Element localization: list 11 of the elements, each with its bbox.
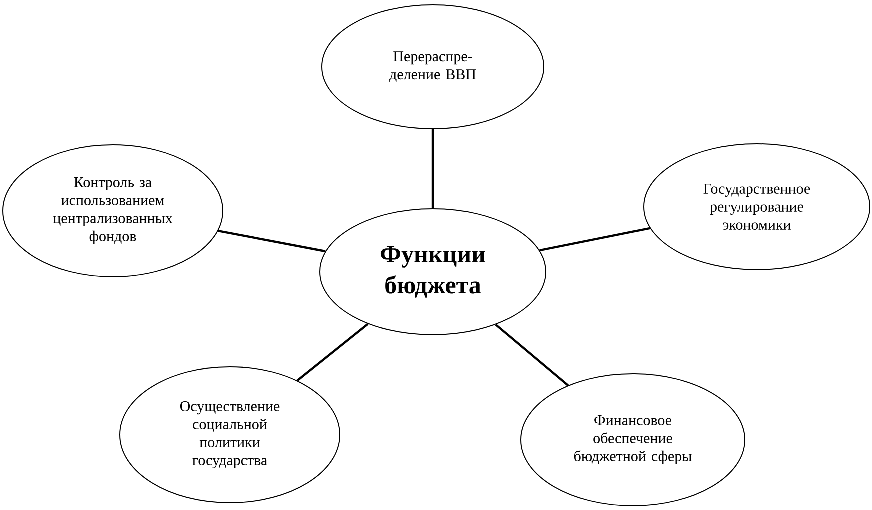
- ellipse-node: Перераспре- деление ВВП: [322, 4, 544, 130]
- ellipse-node: Финансовое обеспечение бюджетной сферы: [520, 373, 746, 506]
- ellipse-node: Государственное регулирование экономики: [644, 144, 870, 270]
- connector-line: [540, 227, 650, 252]
- connector-line: [296, 323, 369, 382]
- connector-line: [432, 130, 434, 208]
- ellipse-node: Контроль за использованием централизованных фондов: [2, 144, 224, 278]
- connector-line: [218, 230, 326, 253]
- ellipse-node: Осуществление социальной политики государства: [120, 366, 340, 504]
- ellipse-node: Функции бюджета: [320, 208, 546, 336]
- connector-line: [495, 324, 569, 386]
